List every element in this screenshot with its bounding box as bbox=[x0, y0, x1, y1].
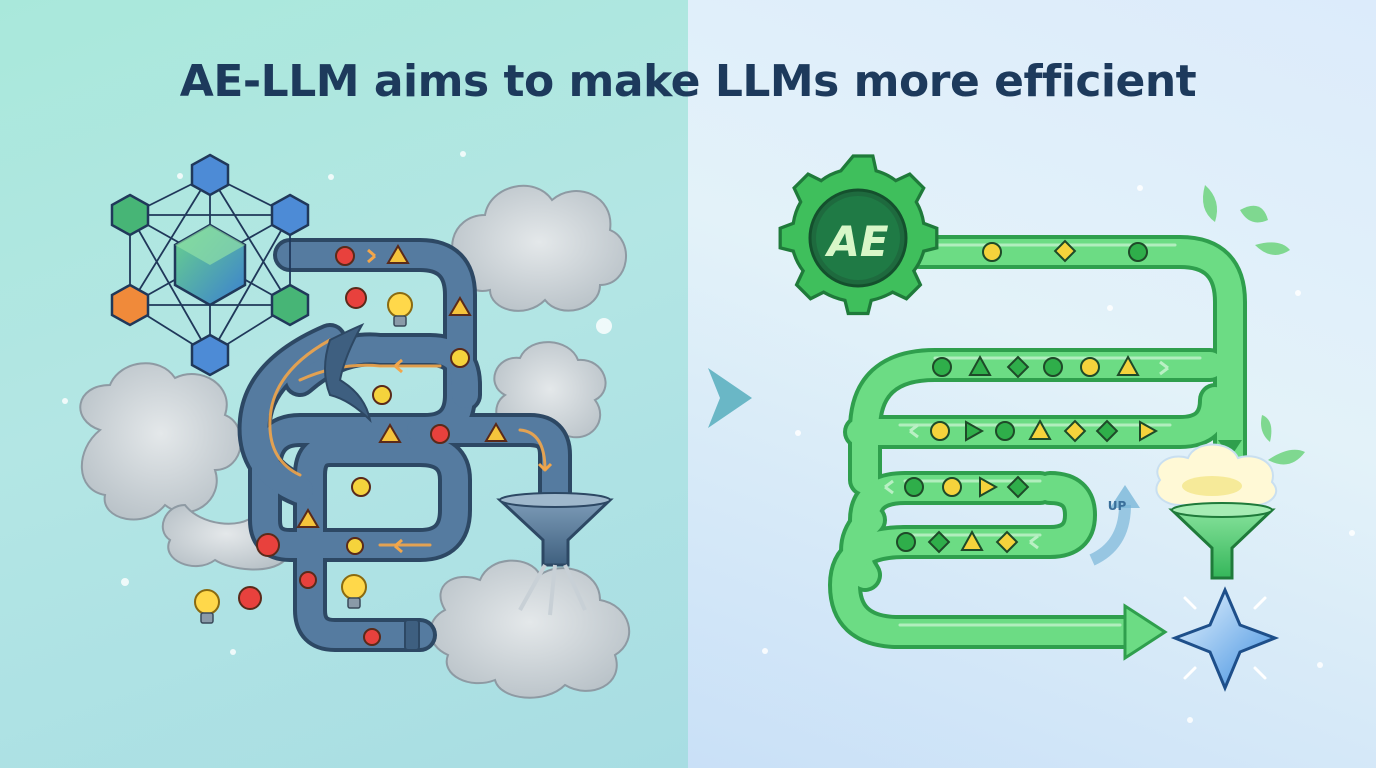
smoke-cloud-icon bbox=[451, 184, 627, 312]
smoke-cloud-icon bbox=[429, 559, 631, 699]
arrow-right-icon bbox=[708, 368, 752, 428]
token-markers-right bbox=[896, 239, 1159, 554]
page-title: AE-LLM aims to make LLMs more efficient bbox=[179, 56, 1197, 107]
funnel-icon bbox=[1168, 502, 1276, 580]
leaf-icon bbox=[1202, 185, 1305, 465]
gear-logo-text: AE bbox=[824, 217, 889, 266]
funnel-icon bbox=[496, 492, 614, 616]
gear-icon bbox=[778, 154, 939, 316]
lightbulb-icon bbox=[387, 292, 413, 327]
flow-chevrons bbox=[884, 360, 1169, 550]
sparkle-icon bbox=[1170, 586, 1280, 692]
token-markers-left bbox=[238, 244, 508, 646]
sparkle-dots bbox=[762, 185, 1355, 723]
tangled-pipeline bbox=[237, 238, 572, 652]
pipe-coupler bbox=[404, 619, 420, 651]
lightbulb-icon bbox=[194, 589, 220, 624]
tangle-knot bbox=[324, 322, 372, 424]
arrow-right-icon bbox=[1123, 603, 1168, 661]
flow-chevrons bbox=[367, 248, 553, 554]
neural-network-icon bbox=[110, 153, 310, 377]
sparkle-dots bbox=[62, 151, 612, 655]
cloud-icon bbox=[1155, 443, 1278, 507]
lightbulb-icon bbox=[341, 574, 367, 609]
up-label: UP bbox=[1108, 499, 1127, 513]
up-arrow-icon bbox=[1089, 485, 1140, 566]
streamlined-pipeline bbox=[828, 235, 1247, 649]
